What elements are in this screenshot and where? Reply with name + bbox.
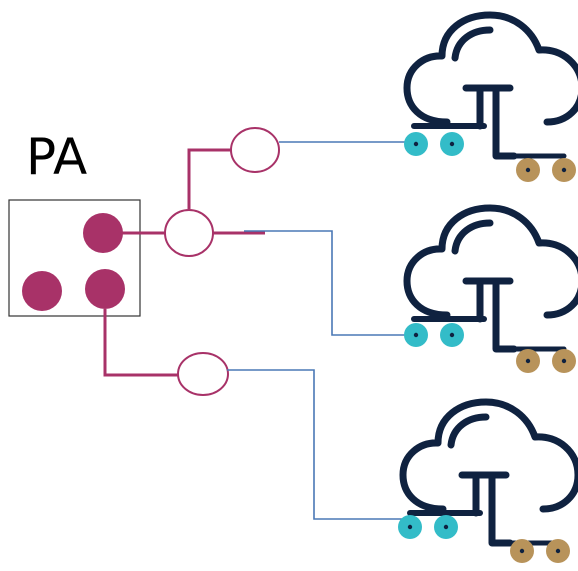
junction-node-top[interactable] xyxy=(230,127,280,173)
cloud-middle xyxy=(404,208,578,373)
pa-links xyxy=(103,148,265,377)
cloud-icon xyxy=(407,208,578,349)
junction-node-bottom[interactable] xyxy=(177,352,229,396)
cloud-icon xyxy=(403,402,578,543)
cloud-top xyxy=(404,15,578,182)
cloud-bottom xyxy=(398,402,578,563)
pa-port-top xyxy=(83,213,123,253)
pa-port-bottom-left xyxy=(22,271,62,311)
cloud-links xyxy=(227,141,410,520)
pa-port-bottom-right xyxy=(85,269,125,309)
pa-label: PA xyxy=(26,128,88,186)
cloud-icon xyxy=(407,15,578,156)
junction-node-center[interactable] xyxy=(164,209,214,257)
pa-box xyxy=(8,199,141,317)
